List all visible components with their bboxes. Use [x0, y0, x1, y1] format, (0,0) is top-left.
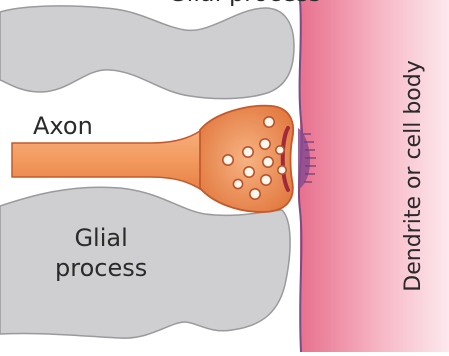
- axon-label: Axon: [33, 111, 93, 141]
- upper-glial-process: [0, 6, 294, 99]
- vesicle: [244, 167, 254, 177]
- dendrite-label: Dendrite or cell body: [399, 60, 429, 291]
- vesicle: [276, 146, 284, 154]
- vesicle: [264, 117, 274, 127]
- vesicle: [223, 155, 233, 165]
- vesicle: [278, 166, 286, 174]
- vesicle: [261, 175, 271, 185]
- axon-terminal: [200, 106, 293, 212]
- vesicle: [260, 139, 270, 149]
- vesicle: [263, 157, 273, 167]
- vesicle: [233, 179, 242, 188]
- vesicle: [250, 189, 260, 199]
- top-label-fragment: Glial process: [168, 0, 321, 8]
- glial-label-line2: process: [55, 253, 147, 283]
- glial-process-label: Glial process: [55, 223, 147, 283]
- vesicle: [243, 147, 253, 157]
- glial-label-line1: Glial: [55, 223, 147, 253]
